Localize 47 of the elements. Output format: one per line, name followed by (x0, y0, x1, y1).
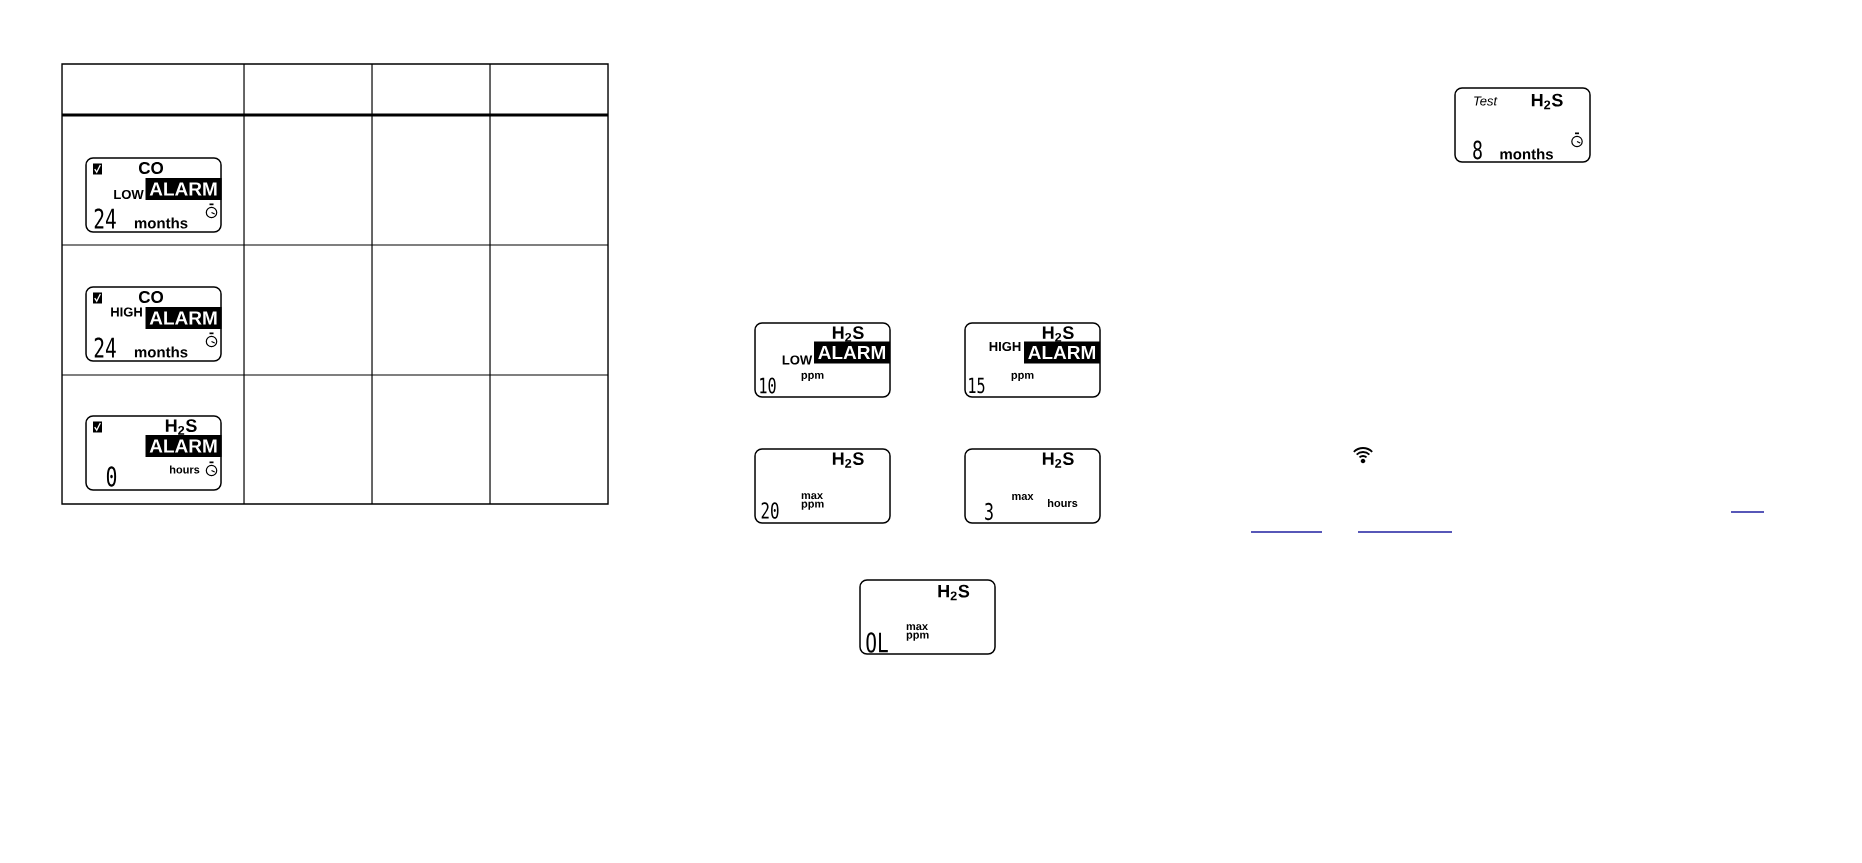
lcd-display (964, 322, 1101, 398)
lcd-display (1454, 87, 1591, 163)
digital-readout: 20 (761, 502, 779, 519)
level-label: LOW (782, 355, 813, 365)
digital-readout: 0 (106, 466, 117, 487)
mode-label: Test (1474, 96, 1498, 106)
gas-label: H$_{2}$S (1531, 93, 1563, 110)
lcd-display (859, 579, 996, 655)
alarm-banner: ALARM (814, 341, 890, 364)
level-label: HIGH (111, 307, 142, 317)
digital-readout: 24 (94, 337, 116, 358)
unit-label: hours (1048, 498, 1078, 507)
digital-readout: 24 (94, 208, 116, 229)
gas-label: H$_{2}$S (938, 584, 970, 601)
lcd-display (754, 448, 891, 524)
digital-readout: 3 (985, 502, 993, 521)
digital-readout: 8 (1473, 140, 1482, 160)
gas-label: H$_{2}$S (1042, 326, 1074, 342)
unit-label: ppm (801, 372, 824, 382)
level-label: HIGH (989, 341, 1021, 352)
alarm-banner: ALARM (145, 435, 222, 457)
unit-label: months (134, 346, 188, 358)
lcd-display (85, 286, 222, 362)
gas-label: H$_{2}$S (165, 419, 197, 435)
gas-label: CO (138, 161, 164, 174)
lcd-display (964, 448, 1101, 524)
lcd-display (754, 322, 891, 398)
unit-label: max (1012, 494, 1034, 500)
digital-readout: OL (866, 632, 888, 653)
unit-label: hours (170, 465, 200, 474)
digital-readout: 10 (760, 377, 776, 394)
gas-label: H$_{2}$S (1042, 452, 1074, 468)
gas-label: CO (138, 290, 164, 303)
digital-readout: 15 (969, 377, 985, 394)
level-label: LOW (114, 189, 144, 200)
unit-label: ppm (1011, 372, 1034, 382)
gas-label: H$_{2}$S (832, 326, 864, 342)
lcd-display (85, 157, 222, 233)
gas-label: H$_{2}$S (832, 452, 864, 468)
unit-label: months (1500, 148, 1553, 160)
unit-label: months (134, 217, 188, 229)
unit-label: max ppm (801, 493, 824, 510)
alarm-banner: ALARM (145, 178, 222, 200)
alarm-banner: ALARM (1024, 341, 1100, 364)
lcd-display (85, 415, 222, 491)
unit-label: max ppm (906, 624, 929, 641)
alarm-banner: ALARM (145, 307, 222, 329)
